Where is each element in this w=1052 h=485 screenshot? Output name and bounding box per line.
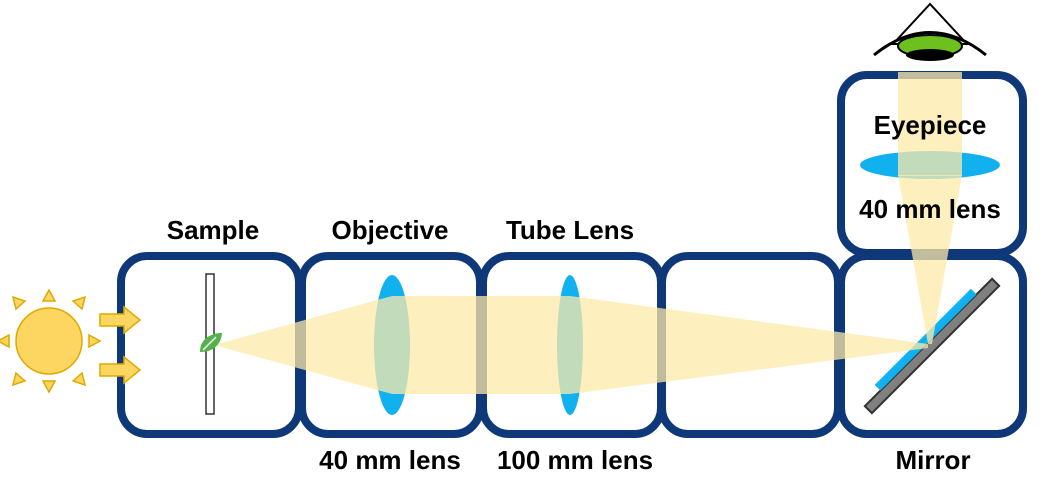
sample-label: Sample <box>167 215 260 245</box>
tube-lens-focal-label: 100 mm lens <box>497 445 653 475</box>
objective-label: Objective <box>331 215 448 245</box>
objective-focal-label: 40 mm lens <box>319 445 461 475</box>
mirror-coating <box>874 288 977 391</box>
mirror-label: Mirror <box>895 445 970 475</box>
beam-converging <box>570 296 928 394</box>
tube-lens-label: Tube Lens <box>506 215 634 245</box>
eyepiece-focal-label: 40 mm lens <box>859 194 1001 224</box>
arrow-right-icon <box>99 305 142 385</box>
beam-collimated <box>392 296 570 394</box>
beam-eyepiece <box>898 72 962 176</box>
light-beam <box>214 72 962 394</box>
beam-diverging <box>214 296 392 394</box>
eyepiece-label: Eyepiece <box>874 110 987 140</box>
sun-icon <box>0 288 102 394</box>
eye-icon <box>873 2 987 61</box>
leaf-icon <box>200 333 222 352</box>
beam-vertical-cone <box>898 175 962 344</box>
